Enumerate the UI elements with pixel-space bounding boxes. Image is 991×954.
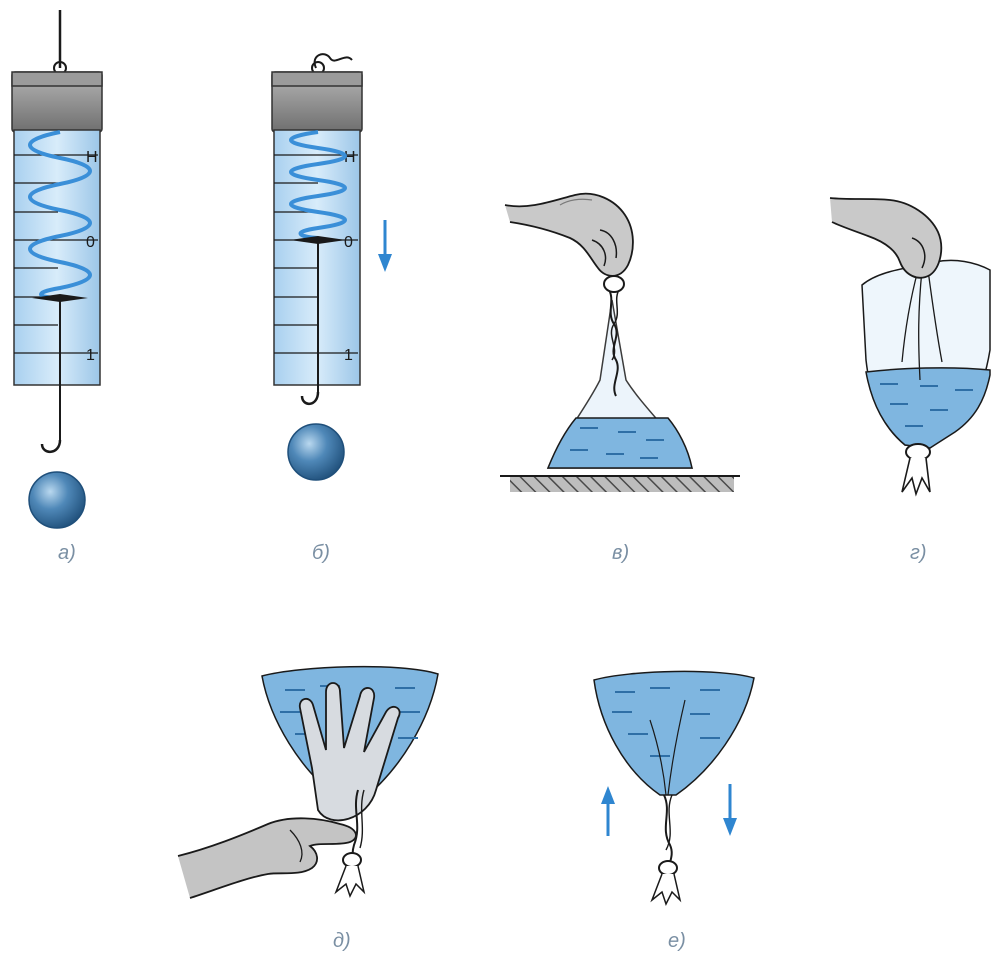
arrow-down-icon xyxy=(723,784,737,836)
hand-icon xyxy=(830,198,941,278)
dynamometer-b: Н 0 1 xyxy=(272,54,392,480)
arrow-up-icon xyxy=(601,786,615,836)
dynamometer-a: Н 0 1 xyxy=(12,10,102,528)
bag-pressed-by-hand xyxy=(178,667,438,898)
bag-on-table xyxy=(500,194,740,492)
weight-ball-icon xyxy=(29,472,85,528)
weight-ball-icon xyxy=(288,424,344,480)
bag-hanging-with-forces xyxy=(594,671,754,904)
scale-label-zero: 0 xyxy=(86,234,95,251)
pointing-hand-icon xyxy=(178,818,356,898)
caption-v: в) xyxy=(612,542,629,565)
arrow-down-icon xyxy=(378,220,392,272)
hand-icon xyxy=(505,194,633,276)
bag-held-up xyxy=(830,198,990,494)
scale-label-one: 1 xyxy=(344,347,353,364)
caption-g: г) xyxy=(910,542,927,565)
caption-b: б) xyxy=(312,542,330,565)
scale-label-top: Н xyxy=(86,149,98,166)
caption-a: а) xyxy=(58,542,76,565)
scale-label-one: 1 xyxy=(86,347,95,364)
caption-d: д) xyxy=(333,930,351,953)
table-surface xyxy=(510,476,734,492)
scale-label-zero: 0 xyxy=(344,234,353,251)
caption-e: е) xyxy=(668,930,686,953)
